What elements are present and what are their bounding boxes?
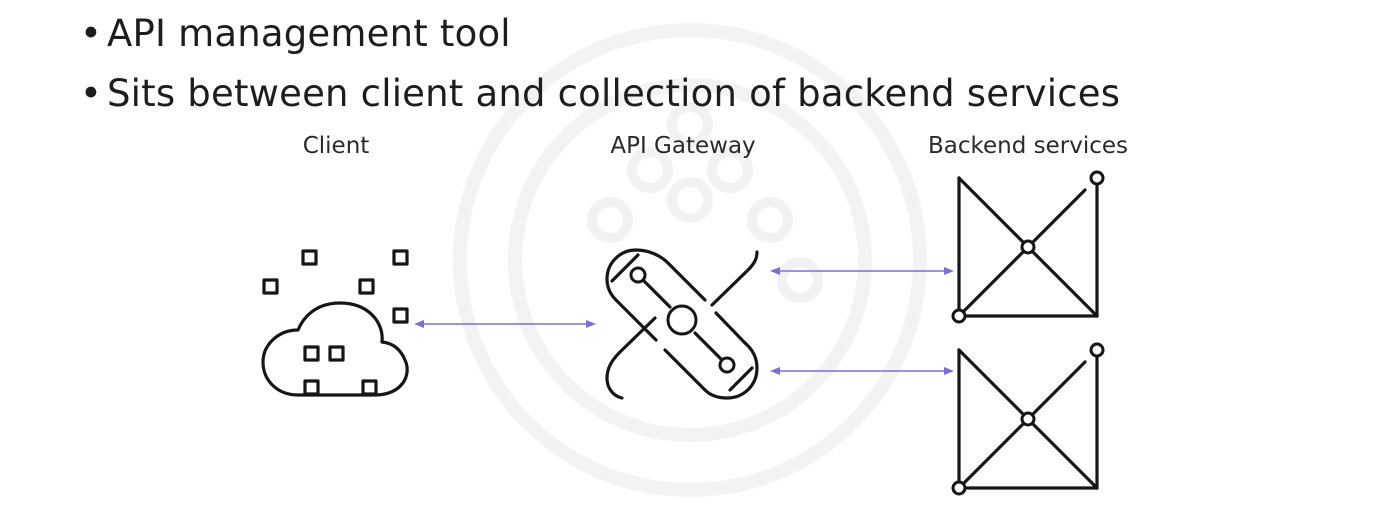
gateway-icon [605, 248, 759, 400]
backend-service-icon [951, 170, 1105, 324]
cloud-icon [261, 249, 409, 397]
bullet-item: •API management tool [80, 12, 511, 55]
bullet-text: API management tool [107, 12, 511, 55]
backend-label: Backend services [927, 133, 1129, 159]
client-label: Client [302, 133, 370, 159]
arrow-client-gateway [414, 320, 596, 328]
bullet-list: •API management tool •Sits between clien… [80, 4, 1120, 124]
bullet-item: •Sits between client and collection of b… [80, 72, 1121, 115]
arrow-gateway-backend-top [770, 267, 954, 275]
gateway-label: API Gateway [610, 133, 756, 159]
arrow-gateway-backend-bottom [770, 367, 954, 375]
bullet-text: Sits between client and collection of ba… [107, 72, 1121, 115]
backend-service-icon [951, 342, 1105, 496]
